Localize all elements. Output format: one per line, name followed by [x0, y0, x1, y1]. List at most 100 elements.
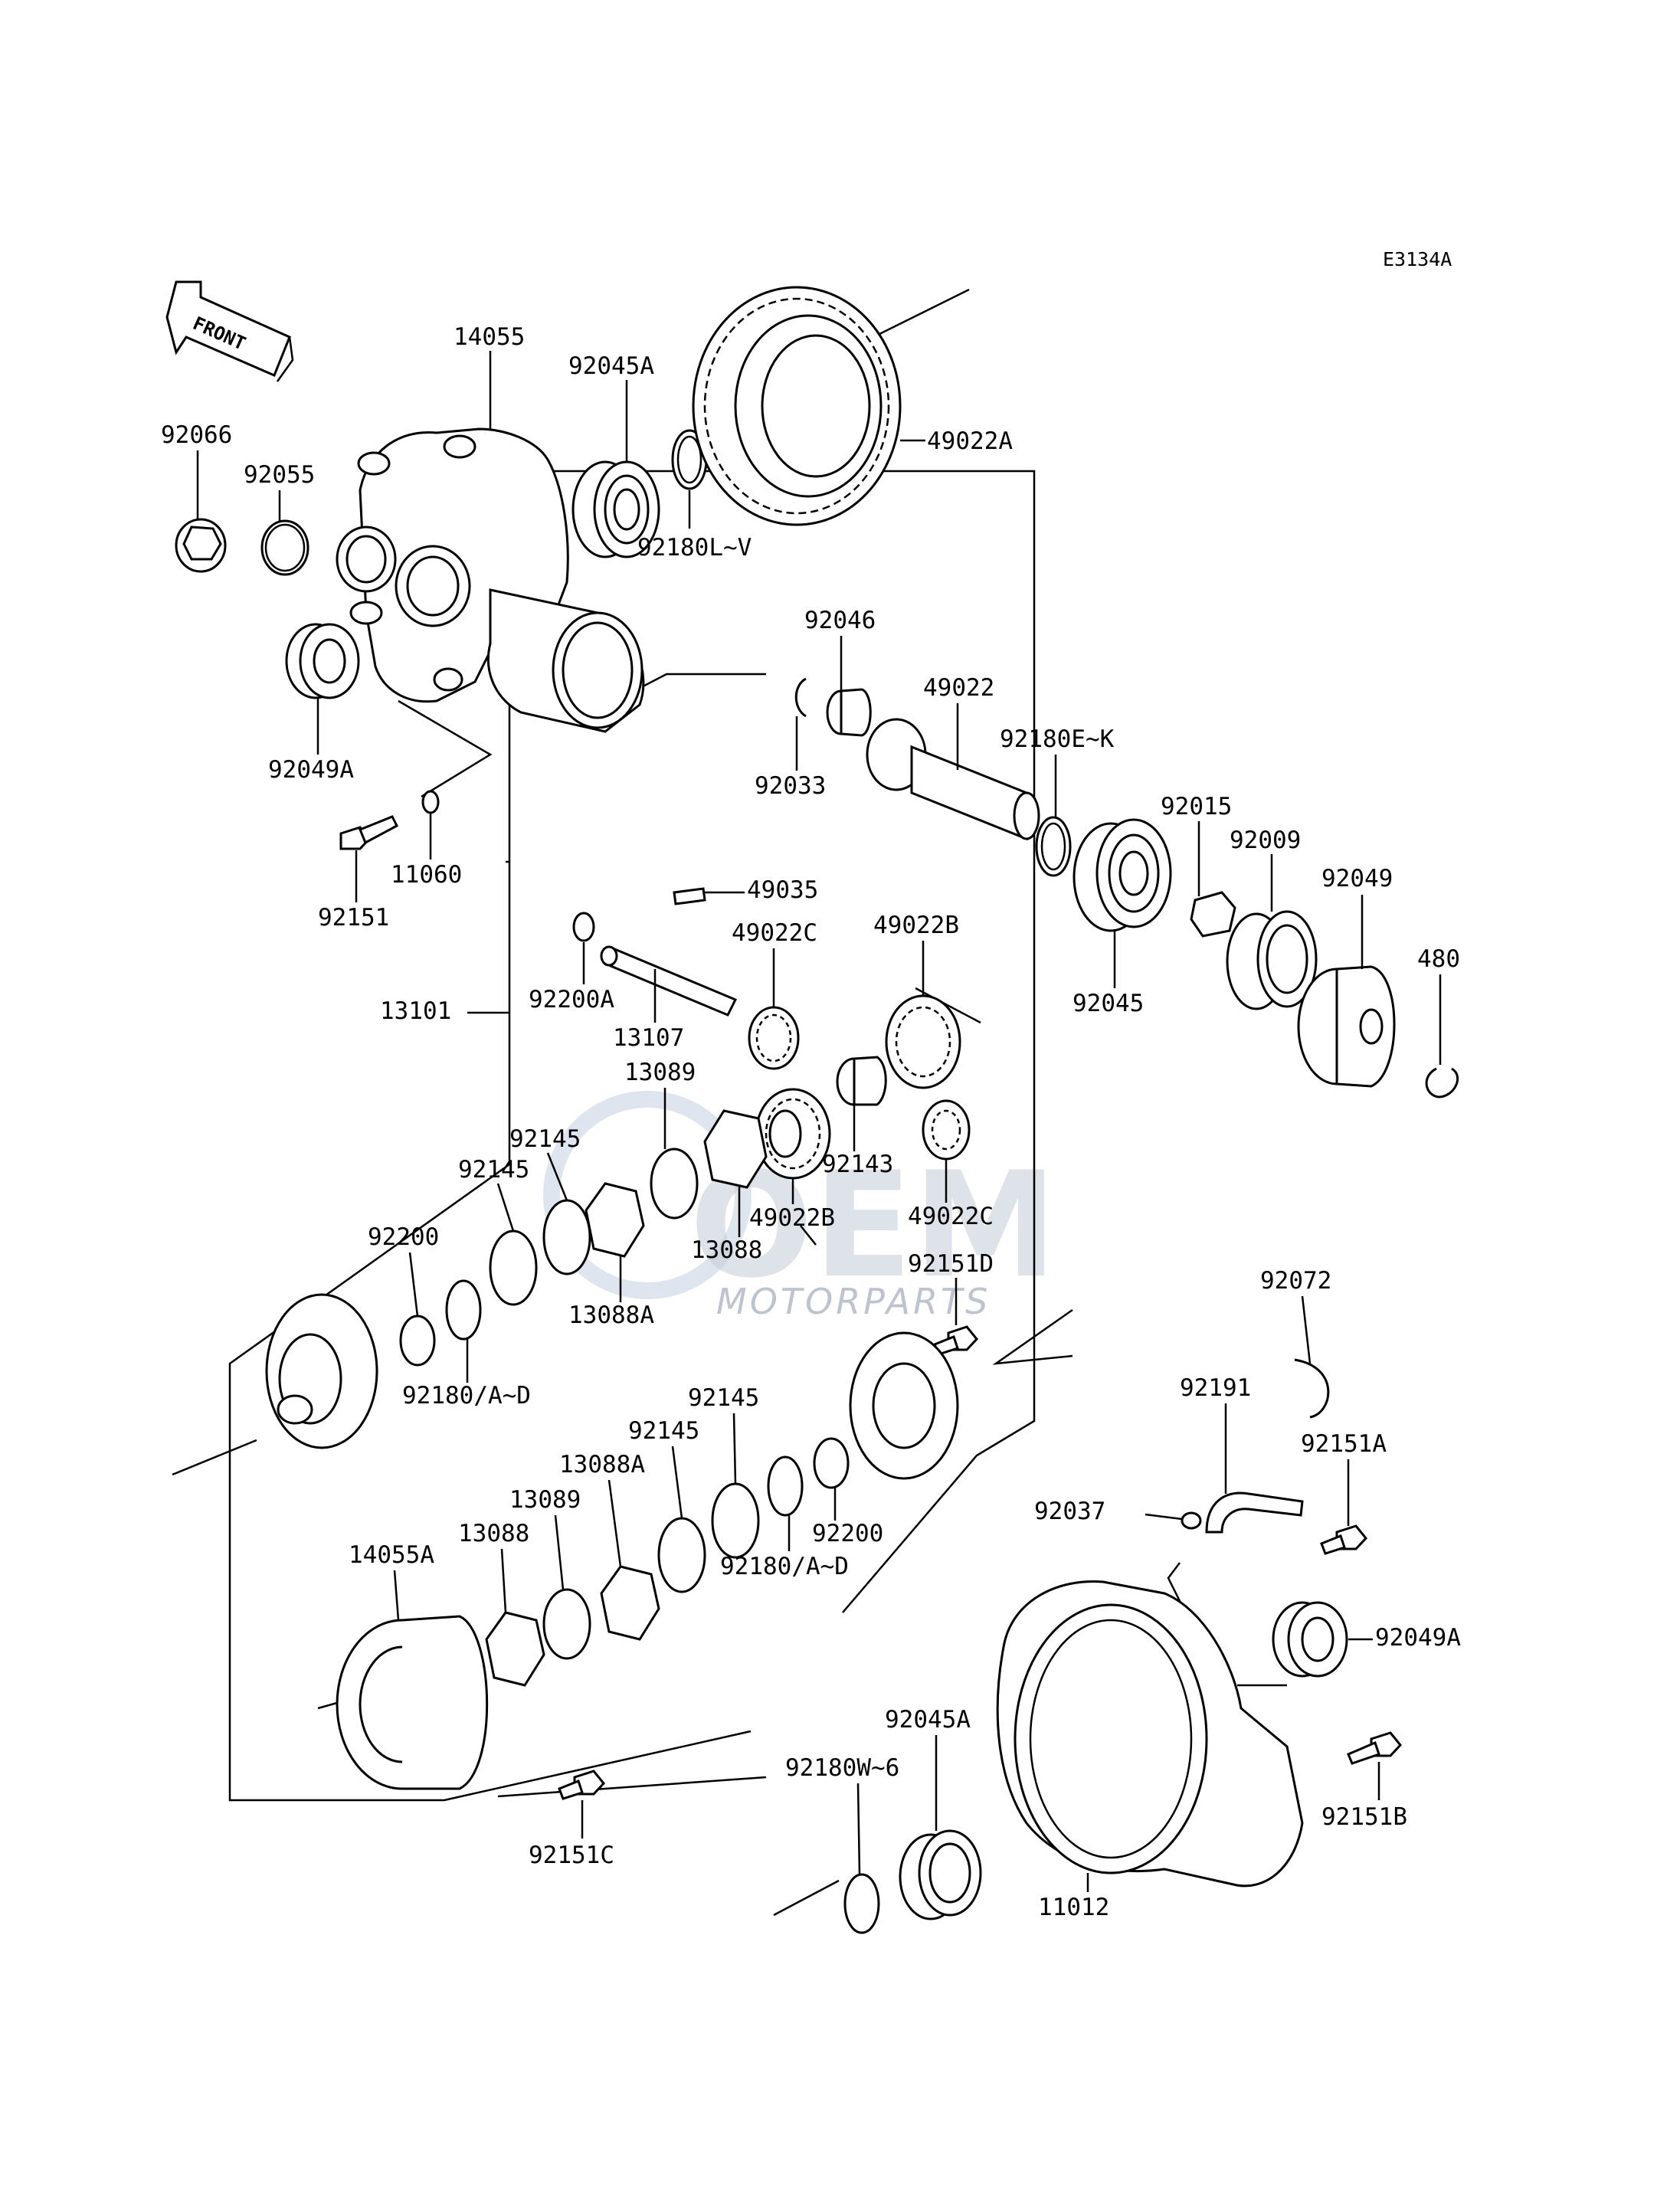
needle-bearing-92046	[826, 688, 872, 737]
label-92200-low: 92200	[812, 1520, 883, 1547]
shim-92180A-D-up	[445, 1279, 482, 1341]
bearing-92045	[1073, 818, 1172, 932]
shim-92180W-6	[843, 1873, 880, 1934]
spacer-92143	[836, 1056, 887, 1106]
label-92180L-V: 92180L~V	[637, 534, 752, 562]
label-49022B-low: 49022B	[749, 1204, 835, 1232]
label-92072: 92072	[1260, 1267, 1331, 1295]
label-92066: 92066	[161, 421, 232, 449]
plate-13088A-low	[600, 1565, 660, 1641]
label-92151D: 92151D	[908, 1250, 994, 1278]
label-92045-mid: 92045	[1073, 990, 1144, 1017]
shim-92180A-D-low	[767, 1455, 804, 1517]
label-92145-d: 92145	[628, 1417, 699, 1445]
label-92055: 92055	[244, 461, 315, 489]
o-ring-92055	[260, 519, 309, 576]
label-13101: 13101	[380, 997, 451, 1025]
label-13089-low: 13089	[509, 1486, 581, 1514]
label-92009: 92009	[1230, 827, 1301, 854]
plate-13089-up	[650, 1148, 699, 1220]
label-13107: 13107	[613, 1024, 684, 1052]
label-92143: 92143	[822, 1151, 893, 1178]
bolt-92151D	[933, 1325, 978, 1356]
label-92151B: 92151B	[1321, 1803, 1407, 1831]
label-49035: 49035	[747, 876, 818, 904]
pinion-gear-49022C-low	[922, 1099, 971, 1161]
ring-gear-49022A	[692, 286, 902, 526]
label-11012: 11012	[1038, 1894, 1109, 1921]
label-92180A-D-low: 92180/A~D	[720, 1553, 849, 1580]
label-13089-up: 13089	[624, 1059, 696, 1086]
label-13088-low: 13088	[458, 1520, 529, 1547]
plate-13089-low	[542, 1588, 591, 1660]
drain-plug-92066	[175, 518, 227, 573]
nut-92015	[1190, 891, 1236, 938]
label-480: 480	[1417, 945, 1460, 973]
label-92191: 92191	[1180, 1374, 1251, 1402]
callout-leaders	[196, 351, 1442, 1892]
label-92015: 92015	[1161, 793, 1232, 820]
pin-49035	[673, 887, 706, 905]
label-92049A-low: 92049A	[1375, 1624, 1461, 1652]
pinion-gear-49022C-top	[748, 1006, 800, 1070]
circlip-480	[1425, 1067, 1459, 1098]
differential-case-housing	[336, 427, 645, 733]
watermark-sub-text: MOTORPARTS	[716, 1281, 991, 1322]
callout-labels: 14055 92045A 49022A 92066 92055 92180L~V…	[161, 323, 1461, 1921]
differential-case-right	[849, 1331, 959, 1480]
washer-92200-up	[399, 1315, 436, 1367]
washer-92200A	[572, 912, 595, 942]
oil-seal-92049A-top	[285, 623, 360, 699]
differential-case-cover	[265, 1293, 378, 1449]
disc-92145-b	[489, 1229, 538, 1306]
pinion-gear-49022	[866, 718, 1040, 841]
label-92180A-D-up: 92180/A~D	[402, 1382, 531, 1410]
oil-seal-92049	[1297, 965, 1396, 1088]
label-13088A-low: 13088A	[559, 1451, 645, 1478]
label-92045A-top: 92045A	[568, 352, 654, 380]
clamp-92037	[1181, 1511, 1202, 1530]
bolt-92151	[339, 815, 398, 850]
bearing-92045A-top	[571, 460, 660, 558]
washer-11060	[421, 790, 440, 814]
watermark: OEM MOTORPARTS	[543, 1091, 1057, 1322]
label-49022A: 49022A	[927, 427, 1013, 455]
label-92046: 92046	[804, 607, 876, 634]
label-14055A: 14055A	[349, 1541, 434, 1569]
differential-case-14055A	[336, 1615, 489, 1790]
circlip-92033	[794, 677, 807, 718]
side-gear-49022B-top	[885, 994, 961, 1089]
label-13088A-up: 13088A	[568, 1302, 654, 1329]
label-92151: 92151	[318, 904, 389, 932]
label-49022B-top: 49022B	[873, 912, 959, 939]
disc-92145-d	[657, 1517, 706, 1593]
diagram-code: E3134A	[1383, 248, 1452, 270]
label-92180E-K: 92180E~K	[1000, 725, 1115, 753]
bolt-92151A	[1320, 1524, 1367, 1555]
label-92145-c: 92145	[688, 1384, 759, 1412]
breather-hose-92191	[1205, 1491, 1304, 1534]
label-49022: 49022	[923, 674, 994, 702]
clip-92072	[1294, 1358, 1330, 1419]
bolt-92151C	[558, 1770, 605, 1800]
label-14055: 14055	[454, 323, 525, 351]
label-92145-a: 92145	[509, 1125, 581, 1153]
housing-cover-11012	[996, 1580, 1304, 1888]
bearing-92045A-low	[899, 1829, 982, 1920]
pinion-shaft-13107	[600, 945, 738, 1017]
disc-92145-a	[542, 1199, 591, 1275]
label-92033: 92033	[755, 772, 826, 800]
label-92145-b: 92145	[458, 1156, 529, 1184]
label-13088-up: 13088	[691, 1236, 762, 1264]
label-92049A-top: 92049A	[268, 756, 354, 784]
bushing-92009	[1226, 910, 1318, 1010]
washer-92200-low	[813, 1437, 850, 1489]
label-92180W-6: 92180W~6	[785, 1754, 899, 1782]
plate-13088A-up	[585, 1182, 645, 1258]
plate-13088-low	[485, 1611, 545, 1687]
front-arrow-icon: FRONT	[165, 280, 294, 382]
label-92151C: 92151C	[529, 1842, 614, 1869]
label-92200A: 92200A	[529, 986, 614, 1013]
